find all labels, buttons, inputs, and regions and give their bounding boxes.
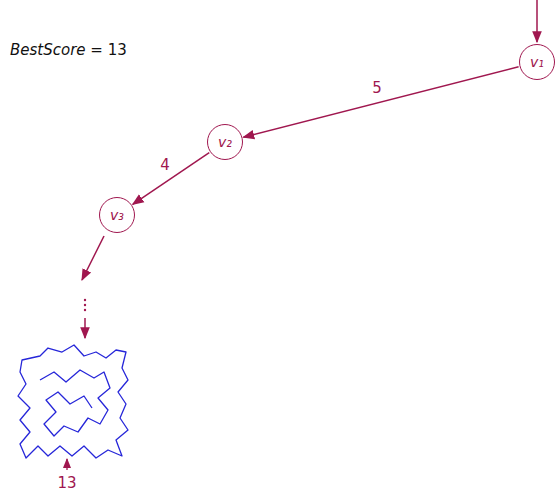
edge-weight: 5 [370, 79, 384, 97]
continue-arrow [82, 236, 104, 280]
vertex-label: v₂ [218, 134, 232, 150]
vertex-circle: v₂ [207, 124, 243, 160]
score-value: 13 [57, 474, 76, 492]
vertex-label: v₁ [530, 54, 544, 70]
start-arrow [536, 0, 538, 42]
vertex-circle: v₃ [99, 197, 135, 233]
score-label: BestScore = 13 [10, 41, 127, 59]
edge-arrow [133, 153, 210, 205]
ellipsis-dots [84, 299, 86, 311]
vertex-label: v₃ [110, 207, 124, 223]
down-arrow [84, 318, 86, 338]
vertex-circle: v₁ [519, 44, 555, 80]
edge-weight: 4 [158, 156, 172, 174]
tour-inner [40, 370, 110, 436]
edge-arrow [243, 67, 518, 138]
tour-path [18, 345, 128, 458]
score-arrow [66, 459, 67, 470]
